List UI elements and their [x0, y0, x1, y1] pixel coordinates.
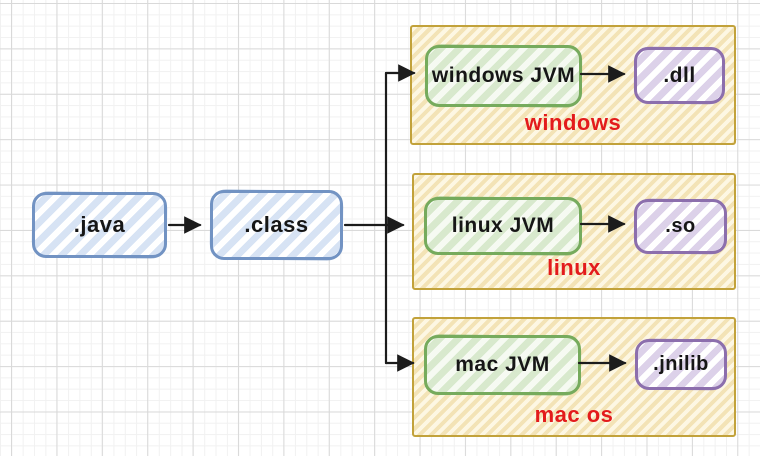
group-mac: mac JVM .jnilib mac os [412, 317, 736, 437]
group-windows-label: windows [524, 110, 622, 135]
node-dll-label: .dll [663, 63, 696, 87]
group-mac-label: mac os [534, 402, 614, 427]
node-java-label: .java [73, 212, 126, 237]
group-linux: linux JVM .so linux [412, 173, 736, 290]
node-so: .so [634, 199, 727, 254]
node-jnilib: .jnilib [635, 339, 727, 390]
node-mac-jvm-label: mac JVM [455, 353, 550, 376]
node-linux-jvm-label: linux JVM [451, 214, 555, 237]
node-java: .java [32, 192, 167, 258]
node-class: .class [210, 190, 343, 260]
node-windows-jvm-label: windows JVM [431, 64, 576, 87]
group-linux-label: linux [547, 255, 601, 280]
node-jnilib-label: .jnilib [653, 353, 709, 375]
node-class-label: .class [244, 212, 309, 237]
node-linux-jvm: linux JVM [424, 197, 582, 255]
node-windows-jvm: windows JVM [425, 45, 582, 107]
group-windows: windows JVM .dll windows [410, 25, 736, 145]
node-mac-jvm: mac JVM [424, 335, 581, 395]
node-so-label: .so [665, 215, 696, 237]
node-dll: .dll [634, 47, 725, 104]
